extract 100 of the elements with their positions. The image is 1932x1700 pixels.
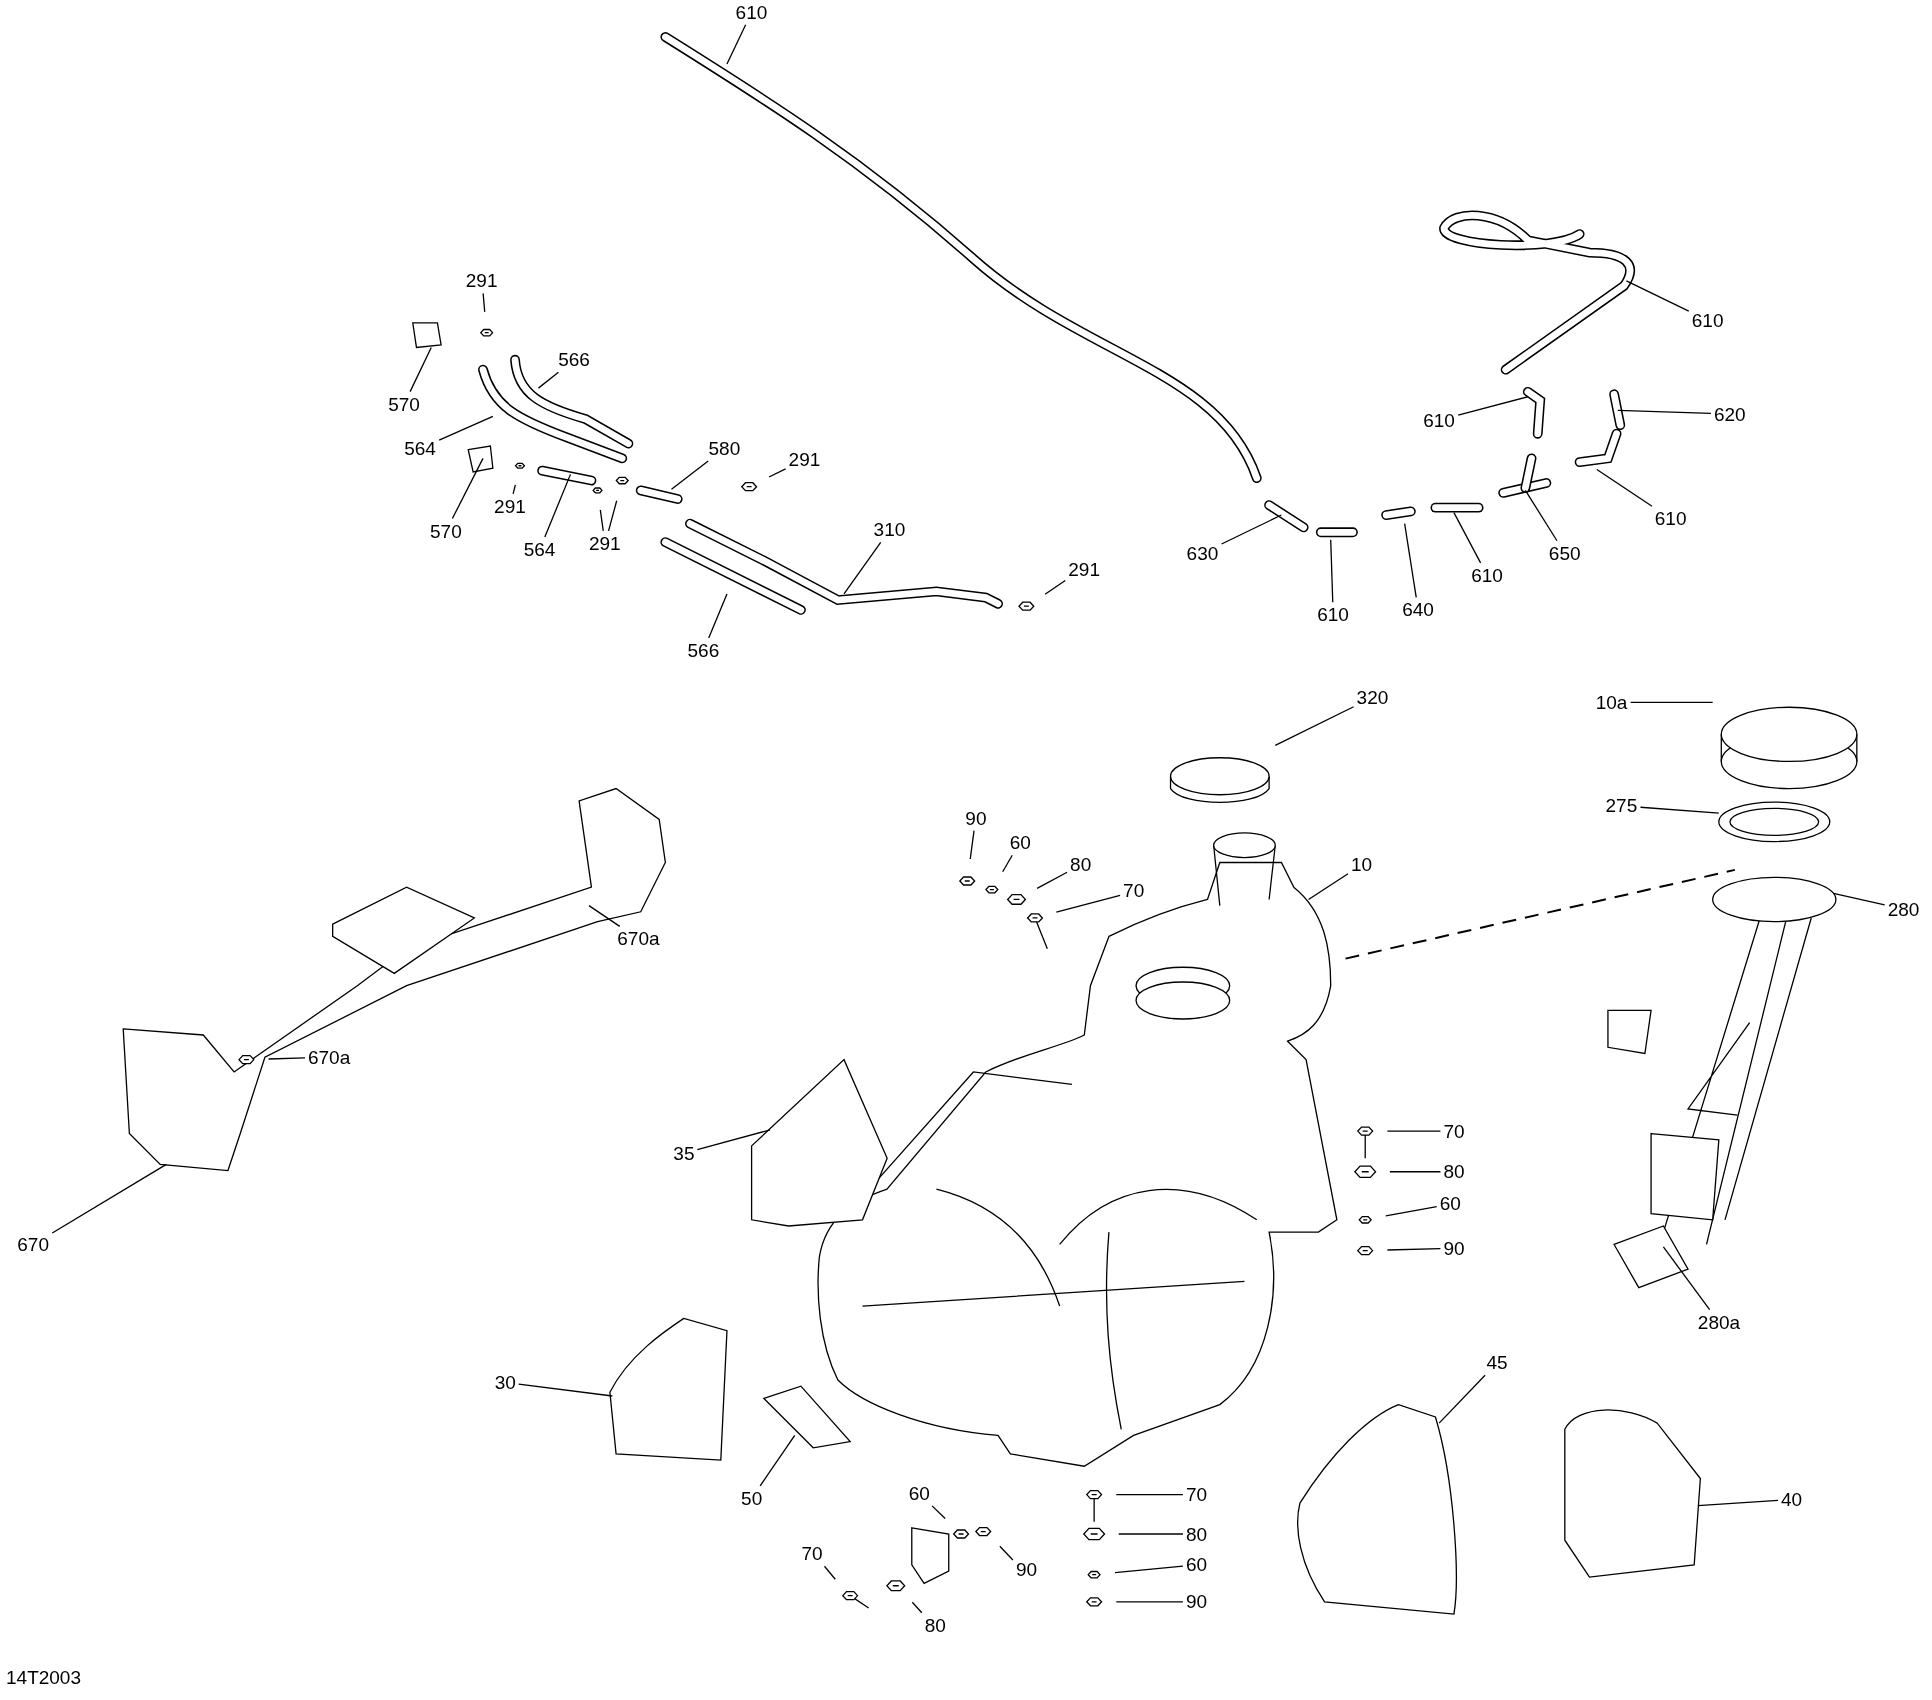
leader-line <box>1044 579 1066 595</box>
leader-line <box>708 593 728 639</box>
leader-line <box>1330 539 1334 603</box>
leader-line <box>1002 854 1013 873</box>
leader-line <box>1114 1565 1184 1574</box>
callout-number: 60 <box>1185 1555 1208 1575</box>
callout-number: 70 <box>1443 1121 1465 1141</box>
callout-number: 70 <box>801 1544 823 1564</box>
callout-number: 570 <box>430 521 462 541</box>
callout-number: 310 <box>873 520 906 540</box>
leader-line <box>1115 1493 1184 1496</box>
callout-number: 45 <box>1486 1353 1508 1373</box>
callout-number: 60 <box>1439 1194 1461 1214</box>
callout-number: 70 <box>1123 881 1145 901</box>
callout-number: 90 <box>1185 1592 1208 1612</box>
callout-number: 570 <box>388 394 420 414</box>
callout-number: 566 <box>687 641 720 661</box>
callout-number: 291 <box>465 271 498 291</box>
leader-line <box>451 457 484 520</box>
leader-line <box>588 905 621 928</box>
callout-number: 610 <box>1471 565 1503 585</box>
leader-line <box>1220 514 1283 545</box>
leader-line <box>1625 280 1690 312</box>
callout-number: 630 <box>1186 543 1219 563</box>
leader-line <box>482 292 486 313</box>
leader-line <box>911 1601 923 1614</box>
leader-line <box>931 1505 946 1520</box>
callout-number: 90 <box>965 808 987 828</box>
leader-line <box>544 473 572 538</box>
callout-number: 90 <box>1015 1560 1037 1580</box>
callout-number: 70 <box>1185 1485 1208 1505</box>
leader-line <box>696 1129 771 1151</box>
callout-number: 275 <box>1605 796 1638 816</box>
callout-number: 291 <box>588 533 621 553</box>
leader-line <box>1404 523 1417 599</box>
callout-number: 620 <box>1713 404 1746 424</box>
leader-line <box>537 371 560 389</box>
leader-line <box>726 24 747 65</box>
callout-number: 670a <box>307 1047 351 1067</box>
callout-number: 610 <box>1691 310 1724 330</box>
callout-number: 566 <box>558 350 590 370</box>
leader-line <box>599 509 604 532</box>
callout-number: 10a <box>1595 692 1628 712</box>
callout-number: 10 <box>1351 855 1373 875</box>
callout-number: 280 <box>1887 899 1920 919</box>
leader-line <box>1307 873 1349 901</box>
leader-line <box>438 415 494 441</box>
callout-number: 60 <box>1009 833 1031 853</box>
leader-line <box>512 484 516 495</box>
leader-line <box>1630 701 1714 703</box>
leader-line <box>607 500 618 532</box>
leader-line <box>759 1434 796 1487</box>
callout-number: 640 <box>1402 600 1434 620</box>
leader-line <box>1453 511 1482 564</box>
callout-number: 35 <box>673 1143 695 1163</box>
leader-line <box>1118 1533 1184 1535</box>
callout-number: 670 <box>17 1234 49 1254</box>
callout-number: 80 <box>1070 855 1092 875</box>
callout-number: 610 <box>735 2 768 22</box>
callout-number: 80 <box>924 1615 946 1635</box>
callout-number: 280a <box>1697 1312 1741 1332</box>
callout-number: 80 <box>1185 1524 1208 1544</box>
leader-line <box>267 1057 306 1060</box>
leader-line <box>670 460 709 490</box>
leader-line <box>1617 409 1712 414</box>
leader-line <box>999 1545 1014 1561</box>
leader-line <box>1457 396 1529 416</box>
drawing-number: 14T2003 <box>6 1668 81 1687</box>
leader-line <box>1036 871 1068 889</box>
callout-number: 30 <box>494 1372 516 1392</box>
callout-number: 291 <box>494 496 526 516</box>
callout-number: 610 <box>1317 605 1349 625</box>
callout-number: 580 <box>708 439 741 458</box>
callout-number: 564 <box>523 540 556 560</box>
callout-number: 291 <box>1068 559 1100 579</box>
callout-number: 80 <box>1443 1162 1465 1182</box>
leader-line <box>1115 1601 1184 1603</box>
callout-number: 60 <box>908 1483 930 1503</box>
leader-line <box>1055 894 1121 913</box>
callout-number: 291 <box>788 450 821 470</box>
leader-line <box>1662 1246 1711 1311</box>
leader-line <box>1639 806 1720 814</box>
leader-line <box>51 1163 167 1234</box>
callout-number: 564 <box>404 439 436 458</box>
callout-number: 320 <box>1356 687 1389 707</box>
callout-number: 40 <box>1781 1490 1803 1509</box>
callout-number: 610 <box>1423 410 1455 430</box>
leader-line <box>409 346 432 393</box>
leader-line <box>1697 1499 1779 1507</box>
leader-line <box>1524 489 1558 542</box>
leader-line <box>518 1383 614 1397</box>
leader-line <box>1832 892 1886 906</box>
callout-number: 610 <box>1654 509 1687 529</box>
leader-line <box>1438 1374 1486 1424</box>
callout-number: 670a <box>617 929 660 949</box>
callout-number: 650 <box>1548 543 1581 563</box>
leader-line <box>768 468 787 478</box>
leader-line <box>1385 1205 1438 1217</box>
leader-line <box>1274 706 1355 747</box>
leader-line <box>823 1565 836 1580</box>
